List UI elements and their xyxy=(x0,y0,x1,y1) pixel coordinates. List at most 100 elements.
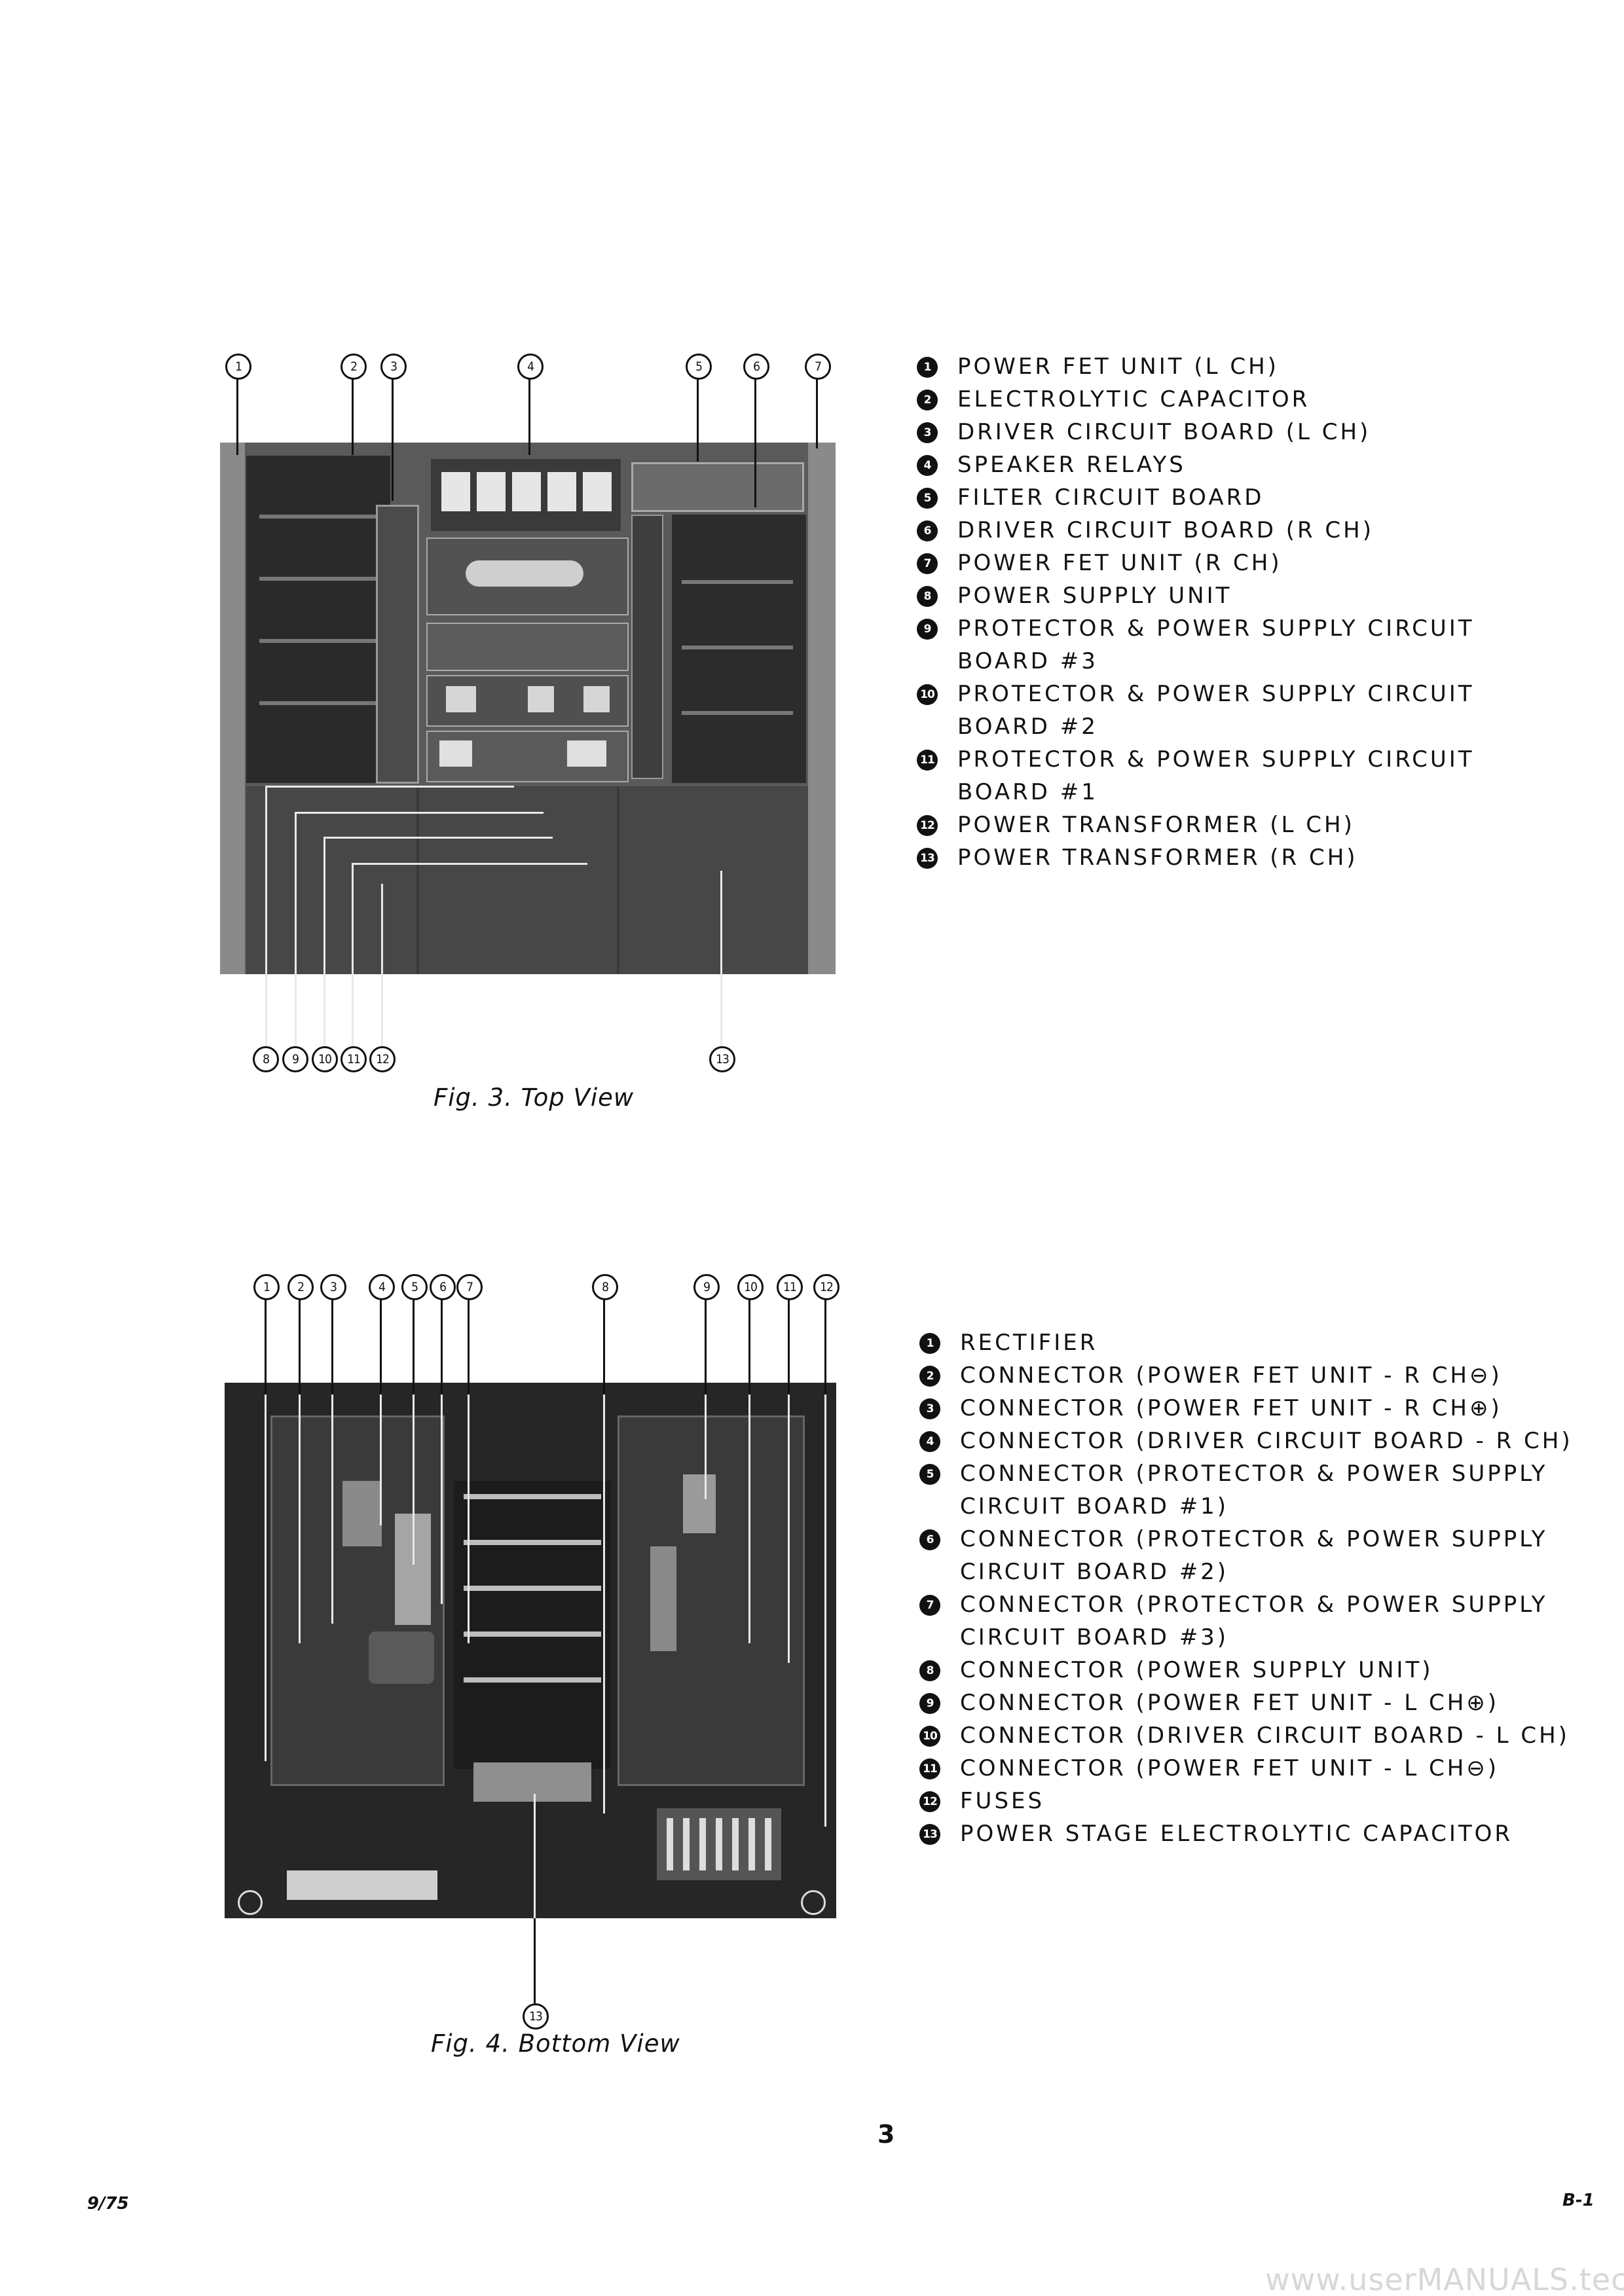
legend-text: CONNECTOR (PROTECTOR & POWER SUPPLY xyxy=(960,1526,1548,1552)
legend-item: 6 CONNECTOR (PROTECTOR & POWER SUPPLY CIRC… xyxy=(919,1523,1600,1588)
legend-item: 13 POWER TRANSFORMER (R CH) xyxy=(917,841,1585,874)
legend-item: 1 POWER FET UNIT (L CH) xyxy=(917,350,1585,383)
legend-text: FUSES xyxy=(960,1788,1045,1814)
top-view-caption: Fig. 3. Top View xyxy=(434,1084,635,1112)
legend-text: PROTECTOR & POWER SUPPLY CIRCUIT xyxy=(957,615,1475,642)
legend-item: 13 POWER STAGE ELECTROLYTIC CAPACITOR xyxy=(919,1817,1600,1850)
bottom-view-caption: Fig. 4. Bottom View xyxy=(431,2030,680,2058)
legend-text: CONNECTOR (PROTECTOR & POWER SUPPLY xyxy=(960,1461,1548,1487)
legend-text: CONNECTOR (POWER FET UNIT - R CH⊕) xyxy=(960,1395,1502,1421)
document-code: B-1 xyxy=(1562,2191,1595,2210)
legend-item: 12 POWER TRANSFORMER (L CH) xyxy=(917,809,1585,841)
top-callout-3: 3 xyxy=(380,354,407,380)
legend-text: CONNECTOR (PROTECTOR & POWER SUPPLY xyxy=(960,1592,1548,1618)
legend-item: 4 SPEAKER RELAYS xyxy=(917,448,1585,481)
legend-text: CONNECTOR (POWER FET UNIT - L CH⊕) xyxy=(960,1690,1500,1716)
legend-text: PROTECTOR & POWER SUPPLY CIRCUIT xyxy=(957,746,1475,773)
legend-text: POWER FET UNIT (L CH) xyxy=(957,354,1279,380)
bottom-callout-5: 5 xyxy=(401,1274,428,1300)
number-badge: 6 xyxy=(917,520,938,541)
page-number: 3 xyxy=(877,2120,895,2149)
number-badge: 12 xyxy=(917,815,938,836)
legend-item: 7 CONNECTOR (PROTECTOR & POWER SUPPLY CIRC… xyxy=(919,1588,1600,1654)
legend-text: ELECTROLYTIC CAPACITOR xyxy=(957,386,1310,412)
legend-item: 11 PROTECTOR & POWER SUPPLY CIRCUIT BOARD … xyxy=(917,743,1585,809)
top-callout-1: 1 xyxy=(225,354,251,380)
top-view-photo xyxy=(220,443,836,974)
legend-text: DRIVER CIRCUIT BOARD (R CH) xyxy=(957,517,1374,543)
bottom-callout-12: 12 xyxy=(813,1274,840,1300)
number-badge: 13 xyxy=(917,848,938,869)
watermark-text: www.userMANUALS.tech xyxy=(1265,2262,1624,2296)
number-badge: 3 xyxy=(919,1398,940,1419)
top-callout-11: 11 xyxy=(341,1046,367,1072)
number-badge: 10 xyxy=(917,684,938,705)
number-badge: 8 xyxy=(917,586,938,607)
top-callout-2: 2 xyxy=(341,354,367,380)
number-badge: 1 xyxy=(919,1333,940,1354)
legend-text: POWER TRANSFORMER (L CH) xyxy=(957,812,1355,838)
number-badge: 2 xyxy=(919,1366,940,1387)
number-badge: 3 xyxy=(917,422,938,443)
top-callout-4: 4 xyxy=(517,354,544,380)
legend-item: 2 CONNECTOR (POWER FET UNIT - R CH⊖) xyxy=(919,1359,1600,1392)
legend-text: POWER FET UNIT (R CH) xyxy=(957,550,1282,576)
legend-item: 8 POWER SUPPLY UNIT xyxy=(917,579,1585,612)
legend-text-continuation: CIRCUIT BOARD #2) xyxy=(960,1559,1229,1585)
legend-item: 10 PROTECTOR & POWER SUPPLY CIRCUIT BOARD … xyxy=(917,678,1585,743)
number-badge: 1 xyxy=(917,357,938,378)
legend-text: POWER SUPPLY UNIT xyxy=(957,583,1232,609)
legend-text: CONNECTOR (DRIVER CIRCUIT BOARD - R CH) xyxy=(960,1428,1573,1454)
bottom-callout-8: 8 xyxy=(592,1274,618,1300)
number-badge: 10 xyxy=(919,1726,940,1747)
number-badge: 9 xyxy=(919,1693,940,1714)
number-badge: 4 xyxy=(919,1431,940,1452)
bottom-callout-11: 11 xyxy=(777,1274,803,1300)
bottom-callout-7: 7 xyxy=(456,1274,483,1300)
bottom-callout-1: 1 xyxy=(253,1274,280,1300)
bottom-callout-9: 9 xyxy=(693,1274,720,1300)
legend-item: 9 CONNECTOR (POWER FET UNIT - L CH⊕) xyxy=(919,1686,1600,1719)
top-callout-6: 6 xyxy=(743,354,769,380)
number-badge: 7 xyxy=(919,1595,940,1616)
number-badge: 6 xyxy=(919,1529,940,1550)
legend-text: CONNECTOR (POWER FET UNIT - R CH⊖) xyxy=(960,1362,1502,1389)
document-date: 9/75 xyxy=(87,2194,129,2214)
bottom-callout-6: 6 xyxy=(430,1274,456,1300)
legend-text-continuation: BOARD #1 xyxy=(957,779,1098,805)
top-callout-13: 13 xyxy=(709,1046,735,1072)
bottom-view-photo xyxy=(225,1383,836,1918)
legend-text-continuation: CIRCUIT BOARD #3) xyxy=(960,1624,1229,1650)
top-callout-8: 8 xyxy=(253,1046,279,1072)
top-callout-12: 12 xyxy=(369,1046,396,1072)
bottom-callout-13: 13 xyxy=(523,2003,549,2030)
legend-text: CONNECTOR (POWER FET UNIT - L CH⊖) xyxy=(960,1755,1500,1781)
legend-item: 10 CONNECTOR (DRIVER CIRCUIT BOARD - L CH… xyxy=(919,1719,1600,1752)
legend-text: CONNECTOR (POWER SUPPLY UNIT) xyxy=(960,1657,1433,1683)
top-callout-9: 9 xyxy=(282,1046,308,1072)
legend-text: SPEAKER RELAYS xyxy=(957,452,1186,478)
top-callout-10: 10 xyxy=(312,1046,338,1072)
legend-text: PROTECTOR & POWER SUPPLY CIRCUIT xyxy=(957,681,1475,707)
legend-item: 3 CONNECTOR (POWER FET UNIT - R CH⊕) xyxy=(919,1392,1600,1425)
number-badge: 11 xyxy=(917,750,938,771)
legend-text-continuation: BOARD #2 xyxy=(957,714,1098,740)
bottom-callout-2: 2 xyxy=(287,1274,314,1300)
legend-item: 4 CONNECTOR (DRIVER CIRCUIT BOARD - R CH) xyxy=(919,1425,1600,1457)
legend-text: POWER STAGE ELECTROLYTIC CAPACITOR xyxy=(960,1821,1513,1847)
legend-text: CONNECTOR (DRIVER CIRCUIT BOARD - L CH) xyxy=(960,1722,1570,1749)
legend-text: FILTER CIRCUIT BOARD xyxy=(957,484,1264,511)
number-badge: 9 xyxy=(917,619,938,640)
number-badge: 4 xyxy=(917,455,938,476)
legend-text: POWER TRANSFORMER (R CH) xyxy=(957,845,1358,871)
number-badge: 13 xyxy=(919,1824,940,1845)
